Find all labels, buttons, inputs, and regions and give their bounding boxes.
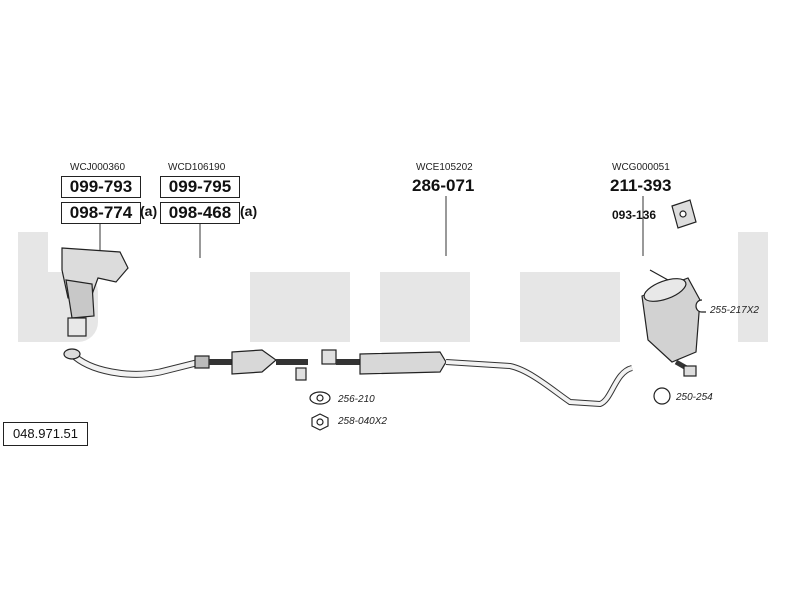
middle-silencer [321,349,634,408]
group-ref-label: WCG000051 [612,162,670,173]
watermark-o [250,272,350,342]
part-suffix: (a) [240,203,258,219]
gasket-icon [309,391,331,405]
exhaust-manifold [61,247,129,337]
watermark-l [738,232,768,342]
diagram-reference-number: 048.971.51 [3,422,88,446]
mount-part-number[interactable]: 093-136 [612,208,657,222]
group-ref-label: WCE105202 [416,162,473,173]
precat-section [194,349,308,381]
watermark-s [380,272,470,342]
part-number-box[interactable]: 099-795 [160,176,240,198]
group-ref-label: WCD106190 [168,162,226,173]
clamp-ring-icon [653,387,671,405]
nut-icon [311,413,329,431]
part-number[interactable]: 211-393 [610,176,672,195]
part-number-box[interactable]: 098-774 [61,202,141,224]
hanger-clip-icon [695,299,706,313]
rear-silencer [641,269,701,377]
watermark-a [520,272,620,342]
group-ref-label: WCJ000360 [70,162,126,173]
part-suffix: (a) [140,203,158,219]
hardware-label-clamp[interactable]: 250-254 [676,392,713,403]
hardware-label-gasket[interactable]: 256-210 [338,394,375,405]
front-pipe [63,348,201,378]
part-number[interactable]: 286-071 [412,176,475,195]
hardware-label-hanger[interactable]: 255-217X2 [710,305,759,316]
part-number-box[interactable]: 099-793 [61,176,141,198]
mount-bracket-icon [671,199,697,229]
hardware-label-nut[interactable]: 258-040X2 [338,416,387,427]
part-number-box[interactable]: 098-468 [160,202,240,224]
